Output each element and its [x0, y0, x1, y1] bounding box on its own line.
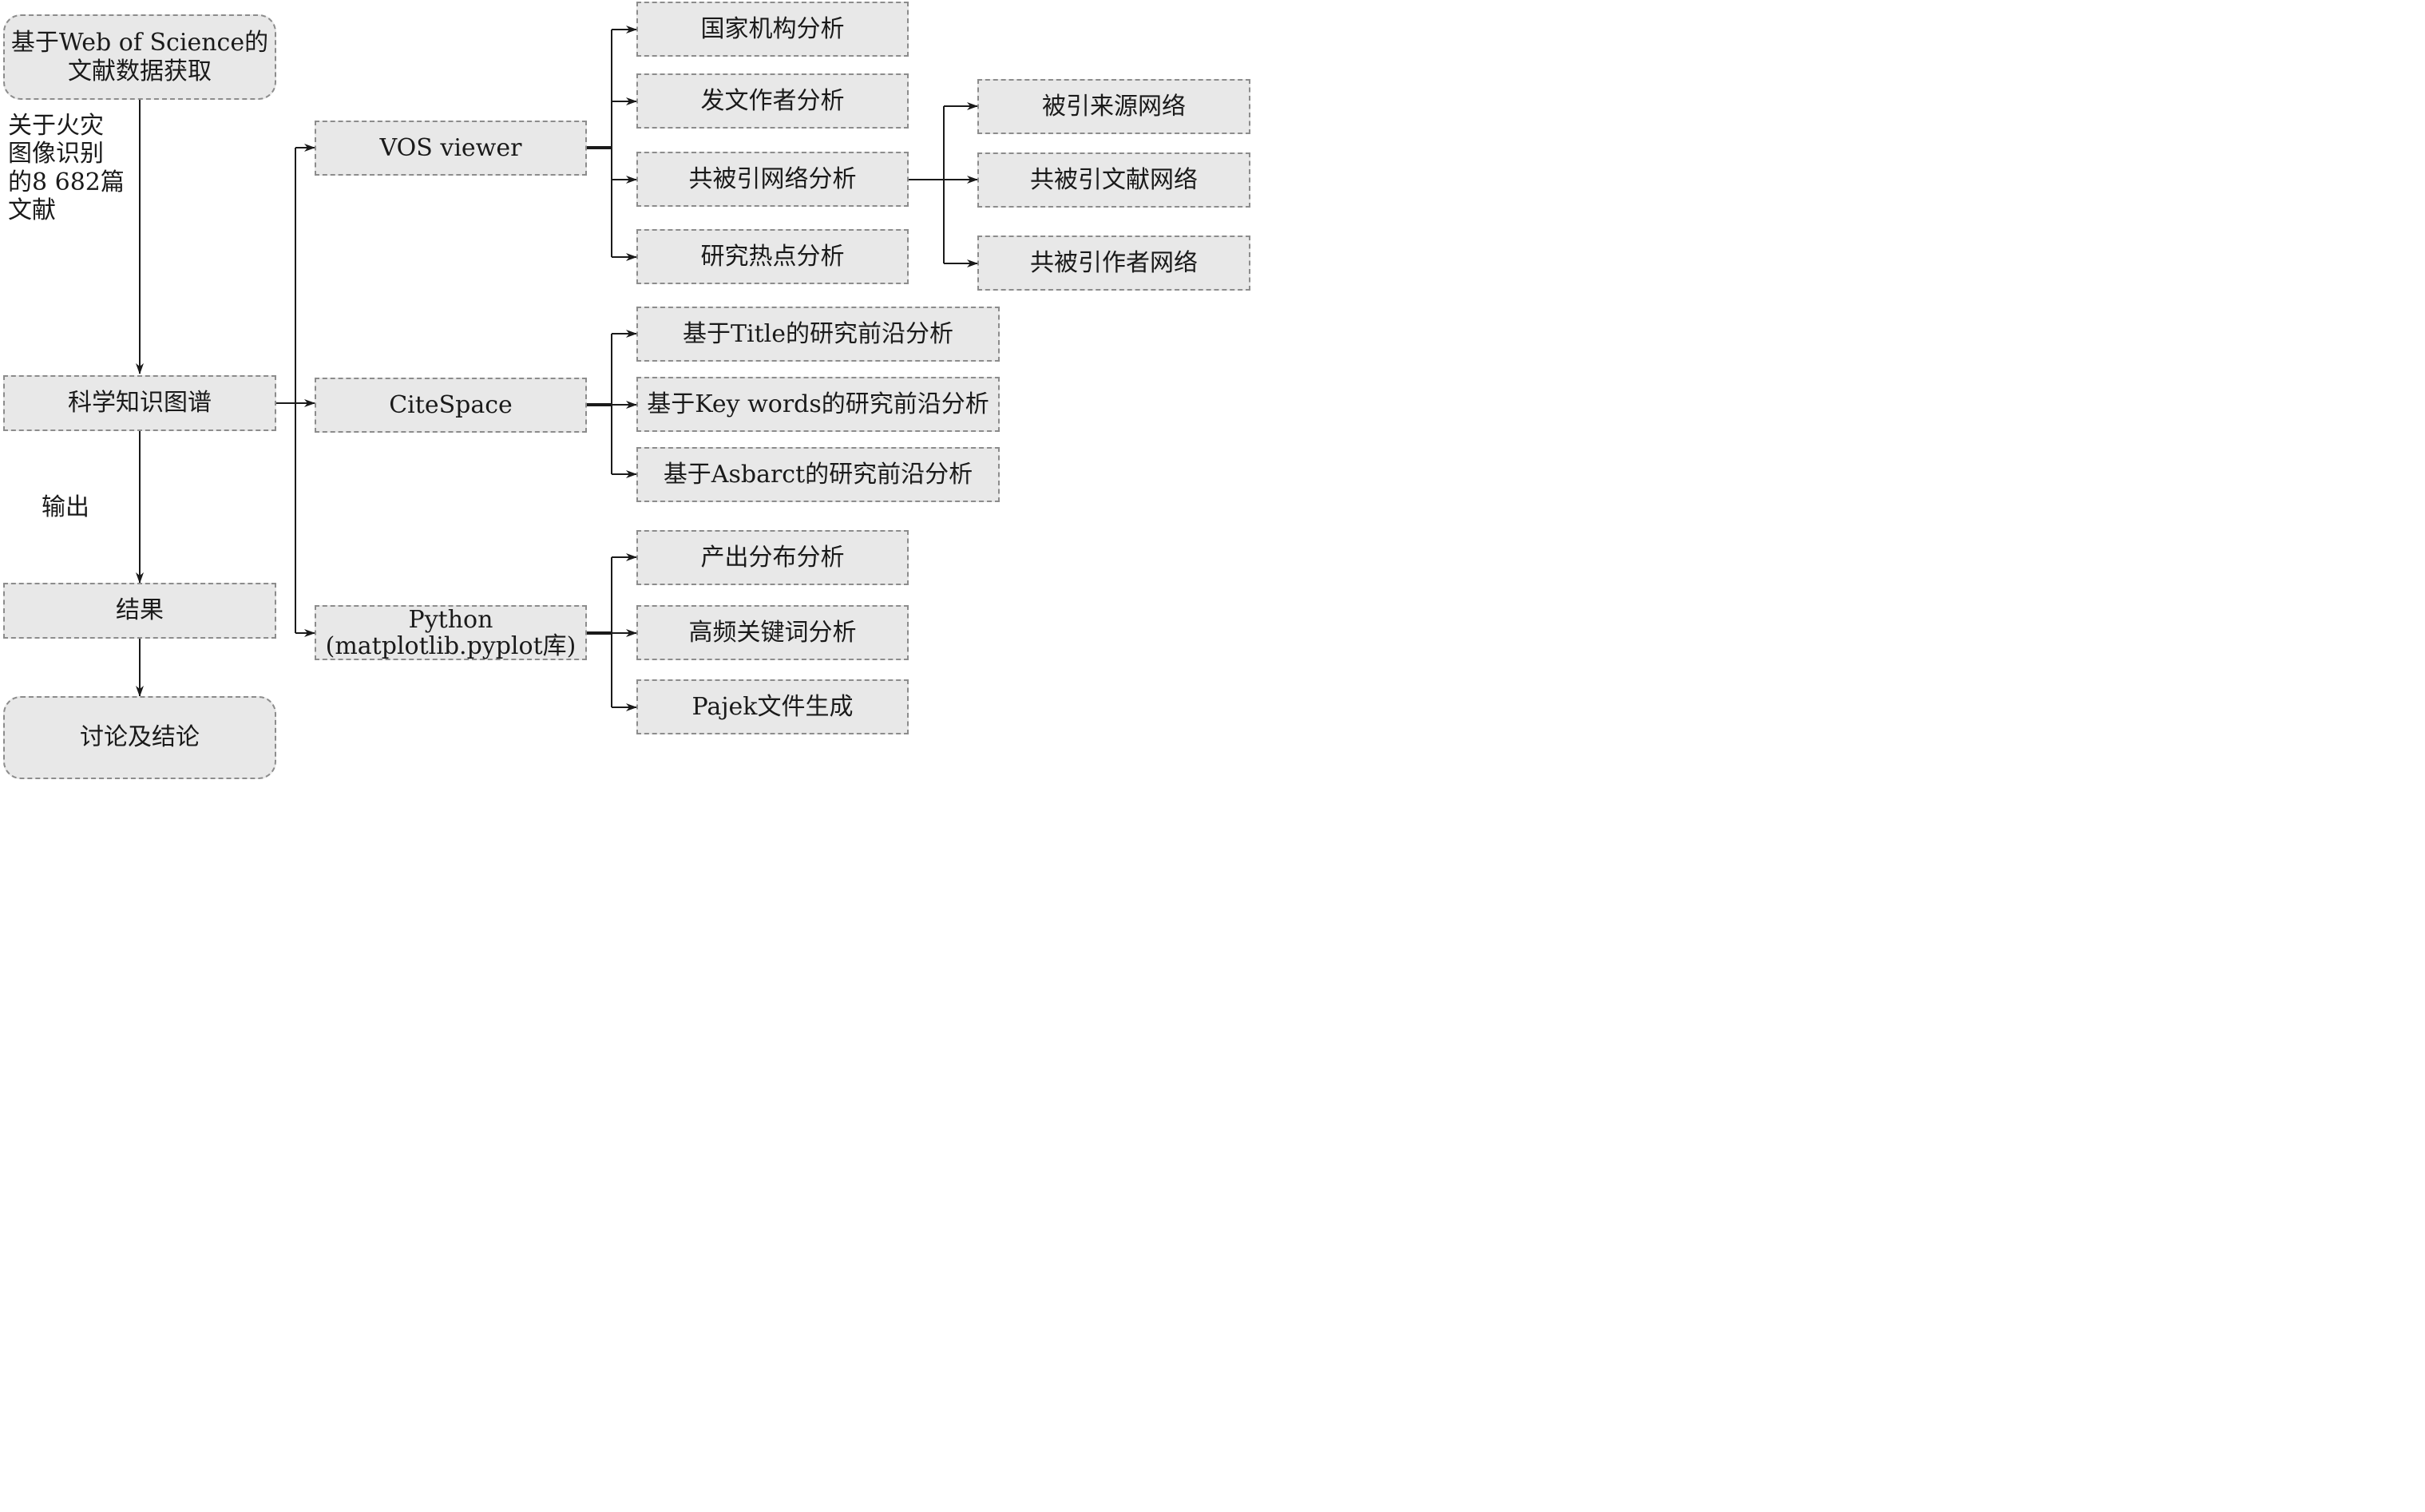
vos-analysis-label: 研究热点分析 [700, 242, 845, 271]
vos-analysis-box: 研究热点分析 [636, 229, 909, 284]
python-label-line-1: Python [408, 605, 493, 634]
python-analysis-label: 高频关键词分析 [688, 618, 857, 647]
citespace-analysis-box: 基于Asbarct的研究前沿分析 [636, 447, 1000, 502]
python-box: Python (matplotlib.pyplot库) [315, 605, 587, 660]
cocitation-network-label: 共被引文献网络 [1030, 165, 1198, 194]
vos-analysis-box: 国家机构分析 [636, 2, 909, 57]
citespace-analysis-box: 基于Title的研究前沿分析 [636, 307, 1000, 362]
source-line-2: 文献数据获取 [67, 57, 212, 85]
citespace-box: CiteSpace [315, 378, 587, 433]
knowledge-map-box: 科学知识图谱 [3, 375, 276, 431]
python-analysis-box: Pajek文件生成 [636, 679, 909, 734]
cocitation-network-label: 被引来源网络 [1042, 92, 1186, 121]
corpus-note-line-2: 图像识别 [8, 140, 104, 168]
cocitation-network-box: 共被引作者网络 [977, 236, 1250, 291]
vos-analysis-box: 发文作者分析 [636, 73, 909, 129]
python-analysis-label: Pajek文件生成 [691, 692, 854, 721]
source-box: 基于Web of Science的 文献数据获取 [3, 14, 276, 100]
connector-lines [136, 26, 978, 711]
source-line-1: 基于Web of Science的 [10, 28, 269, 57]
results-box: 结果 [3, 583, 276, 639]
citespace-analysis-label: 基于Key words的研究前沿分析 [647, 390, 989, 418]
python-label-line-2: (matplotlib.pyplot库) [325, 631, 577, 660]
citespace-analysis-label: 基于Asbarct的研究前沿分析 [663, 460, 973, 489]
vosviewer-box: VOS viewer [315, 121, 587, 176]
cocitation-network-box: 被引来源网络 [977, 79, 1250, 134]
python-analysis-box: 产出分布分析 [636, 530, 909, 585]
output-label: 输出 [42, 493, 89, 521]
corpus-note-line-4: 文献 [8, 196, 56, 225]
knowledge-map-label: 科学知识图谱 [68, 389, 212, 417]
citespace-analysis-label: 基于Title的研究前沿分析 [682, 319, 953, 348]
corpus-note: 关于火灾 图像识别 的8 682篇 文献 [8, 112, 125, 225]
citespace-analysis-box: 基于Key words的研究前沿分析 [636, 377, 1000, 432]
corpus-note-line-3: 的8 682篇 [8, 168, 125, 196]
results-label: 结果 [116, 596, 164, 624]
discussion-box: 讨论及结论 [3, 696, 276, 779]
corpus-note-line-1: 关于火灾 [8, 112, 104, 140]
python-analysis-box: 高频关键词分析 [636, 605, 909, 660]
citespace-label: CiteSpace [389, 390, 513, 419]
vos-analysis-label: 共被引网络分析 [688, 164, 857, 193]
vosviewer-label: VOS viewer [379, 133, 522, 162]
cocitation-network-label: 共被引作者网络 [1030, 248, 1198, 277]
vos-analysis-label: 发文作者分析 [700, 86, 845, 115]
vos-analysis-box: 共被引网络分析 [636, 152, 909, 207]
cocitation-network-box: 共被引文献网络 [977, 152, 1250, 208]
vos-analysis-label: 国家机构分析 [700, 14, 845, 43]
python-analysis-label: 产出分布分析 [700, 543, 845, 572]
discussion-label: 讨论及结论 [80, 723, 200, 751]
